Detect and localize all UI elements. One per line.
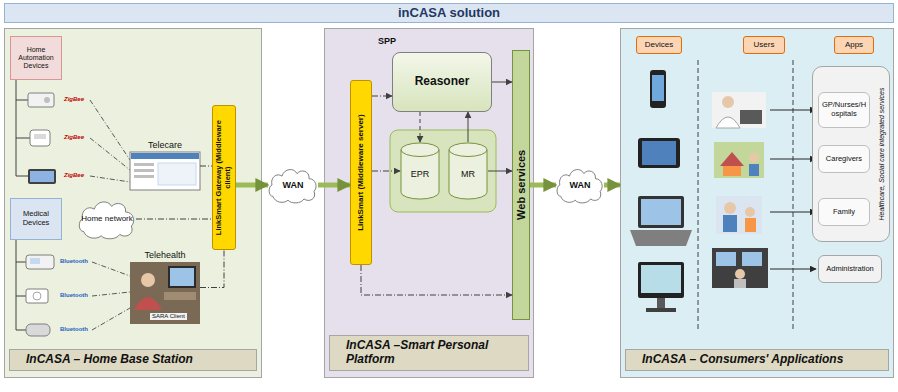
box-label: Users: [754, 40, 775, 49]
protocol-tag: ZigBee: [64, 172, 84, 179]
box-label: Reasoner: [415, 75, 470, 89]
title-band: inCASA solution: [4, 3, 894, 23]
column-header: Devices: [636, 36, 682, 54]
connector: [530, 183, 556, 188]
box-label: Devices: [645, 40, 673, 49]
database-cylinder: EPR: [400, 142, 440, 200]
panel: InCASA –Smart Personal Platform ReasonerL…: [324, 28, 534, 378]
connector: [492, 82, 512, 83]
device-group-box: Home Automation Devices: [10, 36, 62, 80]
connector: [236, 183, 268, 188]
label-holder: Bluetooth: [60, 258, 88, 265]
label-holder: ZigBee: [64, 134, 84, 141]
heading: Telehealth: [130, 250, 200, 260]
box-label: LinkSmart (Middleware server): [356, 85, 365, 260]
column-header: Users: [743, 36, 785, 54]
panel-heading: InCASA – Consumers' Applications: [625, 349, 889, 371]
protocol-tag: Bluetooth: [60, 326, 88, 333]
network-cloud: Home network: [78, 198, 136, 240]
app-box: GP/Nurses/Hospitals: [818, 92, 870, 128]
box-label: LinkSmart Gateway (Middleware client): [215, 110, 232, 245]
panel-heading: InCASA –Smart Personal Platform: [329, 335, 529, 371]
connector: [136, 219, 212, 220]
panel-heading: InCASA – Home Base Station: [9, 349, 257, 371]
app-box: Caregivers: [818, 145, 870, 173]
app-box: Family: [818, 198, 870, 226]
service-bar: Web services: [512, 50, 530, 320]
app-group: Healthcare, Social care integrated servi…: [812, 66, 890, 242]
protocol-tag: Bluetooth: [60, 258, 88, 265]
cloud-label: WAN: [570, 180, 591, 190]
box-label: Family: [833, 208, 855, 217]
connector: [361, 265, 512, 295]
connector: [200, 166, 212, 167]
label-holder: SARA Client: [150, 313, 187, 320]
connector: [488, 171, 512, 172]
box-label: Caregivers: [826, 155, 862, 164]
box-label: EPR: [411, 169, 430, 179]
heading: Telecare: [130, 140, 200, 150]
label-holder: ZigBee: [64, 172, 84, 179]
box-label: Apps: [845, 40, 863, 49]
database-cylinder: MR: [448, 142, 488, 200]
label-holder: Bluetooth: [60, 326, 88, 333]
panel: InCASA – Consumers' Applications Devices U…: [620, 28, 894, 378]
box-label: Home Automation Devices: [13, 46, 59, 70]
connector: [604, 183, 620, 188]
box-label: Administration: [826, 265, 874, 274]
wan-cloud: WAN: [556, 166, 604, 204]
wan-cloud: WAN: [268, 166, 318, 204]
app-box: Administration: [818, 255, 882, 283]
box-label: MR: [461, 169, 475, 179]
box-label: GP/Nurses/Hospitals: [821, 101, 867, 118]
telecare-screen: Telecare: [130, 140, 200, 192]
protocol-tag: ZigBee: [64, 134, 84, 141]
connector: [420, 112, 421, 142]
protocol-tag: ZigBee: [64, 96, 84, 103]
cloud-label: WAN: [283, 180, 304, 190]
diagram-title: inCASA solution: [398, 6, 500, 21]
photo-caption: SARA Client: [150, 313, 187, 320]
panel: InCASA – Home Base Station Home Automatio…: [4, 28, 262, 378]
box-label: Web services: [515, 55, 528, 315]
process-box: Reasoner: [392, 52, 492, 112]
connector: [468, 112, 469, 142]
box-label: Medical Devices: [13, 210, 59, 227]
group-label: Healthcare, Social care integrated servi…: [878, 71, 886, 237]
connector: [200, 250, 224, 288]
cloud-label: Home network: [81, 214, 133, 223]
device-group-box: Medical Devices: [10, 198, 62, 240]
connector: [372, 96, 392, 97]
middleware-box: LinkSmart (Middleware server): [350, 80, 372, 265]
label-holder: SPP: [378, 36, 396, 46]
label-holder: ZigBee: [64, 96, 84, 103]
label-holder: Bluetooth: [60, 292, 88, 299]
platform-tag: SPP: [378, 36, 396, 46]
middleware-box: LinkSmart Gateway (Middleware client): [212, 105, 236, 250]
connector: [372, 171, 400, 172]
protocol-tag: Bluetooth: [60, 292, 88, 299]
connector: [318, 183, 350, 188]
column-header: Apps: [834, 36, 874, 54]
